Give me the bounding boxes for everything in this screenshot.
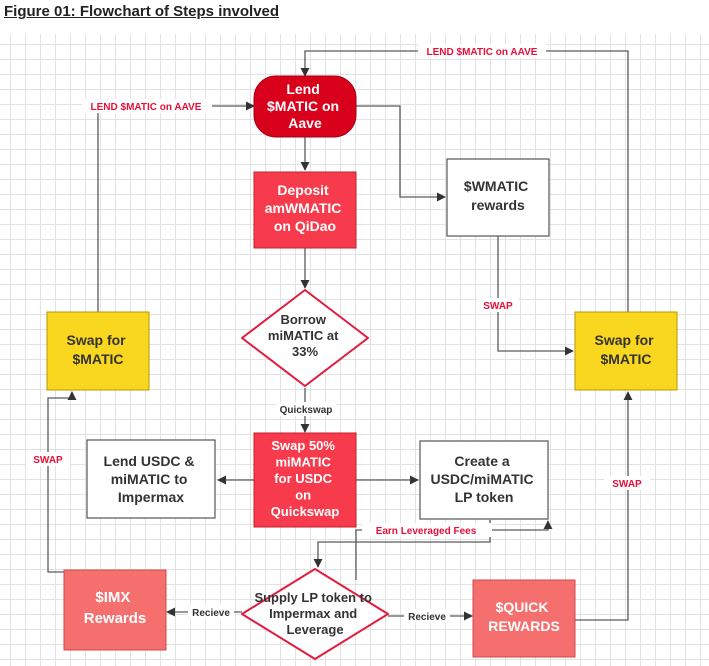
- svg-text:Create a USDC/miMATIC: Create a USDC/miMATIC LP token: [430, 453, 537, 505]
- edge-label-swap-mid: SWAP: [483, 301, 513, 312]
- node-lend-matic-line: Aave: [288, 115, 322, 131]
- svg-text:Swap for $MATIC: Swap for $MATIC: [66, 332, 129, 367]
- node-deposit: Deposit amWMATIC on QiDao: [253, 171, 357, 249]
- node-borrow-line: 33%: [292, 344, 318, 359]
- svg-text:Swap for $MATIC: Swap for $MATIC: [594, 332, 657, 367]
- edge-lend-to-wmatic: [356, 105, 446, 202]
- edge-label-swap-right: SWAP: [612, 479, 642, 490]
- node-imx-line: Rewards: [84, 610, 147, 627]
- node-swap50-line: Quickswap: [271, 504, 340, 519]
- edge-quick-to-swapright: [575, 391, 633, 621]
- node-borrow-line: miMATIC at: [268, 328, 339, 343]
- node-swap-left-line: $MATIC: [72, 351, 123, 367]
- node-supply-lp: Supply LP token to Impermax and Leverage: [241, 568, 389, 660]
- edge-swapleft-to-lend: [97, 101, 255, 312]
- svg-text:$WMATIC rewards: $WMATIC rewards: [464, 178, 532, 213]
- node-swap50-line: Swap 50%: [271, 438, 335, 453]
- node-supply-lp-line: Supply LP token to: [254, 590, 372, 605]
- node-create-lp: Create a USDC/miMATIC LP token: [419, 440, 549, 520]
- edge-label-lend-aave-left: LEND $MATIC on AAVE: [91, 102, 202, 113]
- node-borrow: Borrow miMATIC at 33%: [241, 289, 369, 387]
- flowchart-svg: LEND $MATIC on AAVE LEND $MATIC on AAVE …: [26, 44, 678, 660]
- node-swap-right-line: Swap for: [594, 332, 654, 348]
- flowchart-canvas: LEND $MATIC on AAVE LEND $MATIC on AAVE …: [0, 34, 709, 666]
- edge-imx-to-swapleft: [47, 391, 77, 573]
- node-lend-usdc-line: miMATIC to: [111, 471, 188, 487]
- node-supply-lp-line: Leverage: [286, 622, 343, 637]
- node-swap50: Swap 50% miMATIC for USDC on Quickswap: [253, 432, 357, 528]
- node-imx-line: $IMX: [95, 589, 130, 606]
- node-quick-line: REWARDS: [488, 618, 560, 634]
- svg-text:Lend USDC & miMATIC to: Lend USDC & miMATIC to Impermax: [104, 453, 199, 505]
- svg-text:$IMX Rewards: $IMX Rewards: [84, 589, 147, 627]
- node-swap-left-line: Swap for: [66, 332, 126, 348]
- node-create-lp-line: USDC/miMATIC: [430, 471, 533, 487]
- edge-label-quickswap: Quickswap: [280, 405, 333, 416]
- figure-title: Figure 01: Flowchart of Steps involved: [4, 3, 280, 20]
- node-quick-line: $QUICK: [496, 599, 549, 615]
- node-imx-rewards: $IMX Rewards: [63, 569, 167, 651]
- node-deposit-line: on QiDao: [274, 218, 336, 234]
- svg-text:Swap 50% miMATIC f: Swap 50% miMATIC for USDC on Quickswap: [271, 438, 340, 519]
- node-borrow-line: Borrow: [280, 312, 326, 327]
- edge-label-swap-left: SWAP: [33, 455, 63, 466]
- node-deposit-line: Deposit: [277, 182, 329, 198]
- node-lend-usdc: Lend USDC & miMATIC to Impermax: [86, 439, 216, 519]
- node-supply-lp-line: Impermax and: [269, 606, 357, 621]
- node-deposit-line: amWMATIC: [265, 200, 342, 216]
- node-lend-matic-line: Lend: [286, 81, 319, 97]
- node-wmatic-rewards-line: $WMATIC: [464, 178, 528, 194]
- node-swap-right-line: $MATIC: [600, 351, 651, 367]
- node-create-lp-line: LP token: [455, 489, 514, 505]
- node-swap-for-matic-left: Swap for $MATIC: [46, 311, 150, 391]
- edge-label-recieve-left: Recieve: [192, 608, 230, 619]
- node-wmatic-rewards: $WMATIC rewards: [446, 158, 550, 237]
- svg-text:Deposit amWMATIC o: Deposit amWMATIC on QiDao: [265, 182, 346, 234]
- svg-text:Lend $MATIC on Aav: Lend $MATIC on Aave: [267, 81, 343, 131]
- node-quick-rewards: $QUICK REWARDS: [472, 579, 576, 658]
- node-create-lp-line: Create a: [454, 453, 509, 469]
- svg-text:$QUICK REWARDS: $QUICK REWARDS: [488, 599, 560, 634]
- edge-label-earn-fees: Earn Leveraged Fees: [376, 526, 477, 537]
- edge-label-lend-aave-top: LEND $MATIC on AAVE: [427, 47, 538, 58]
- node-swap50-line: miMATIC: [276, 455, 332, 470]
- node-lend-usdc-line: Impermax: [118, 489, 184, 505]
- node-wmatic-rewards-line: rewards: [471, 197, 525, 213]
- node-swap50-line: on: [295, 488, 311, 503]
- svg-text:Supply LP token to Imper: Supply LP token to Impermax and Leverage: [254, 590, 375, 637]
- node-swap50-line: for USDC: [274, 471, 332, 486]
- node-swap-for-matic-right: Swap for $MATIC: [574, 311, 678, 391]
- svg-text:Borrow miMATIC at: Borrow miMATIC at 33%: [268, 312, 342, 359]
- node-lend-matic-line: $MATIC on: [267, 98, 339, 114]
- edge-wmatic-to-swapright: [497, 236, 574, 356]
- node-lend-matic: Lend $MATIC on Aave: [253, 75, 357, 138]
- node-lend-usdc-line: Lend USDC &: [104, 453, 195, 469]
- edge-label-recieve-right: Recieve: [408, 612, 446, 623]
